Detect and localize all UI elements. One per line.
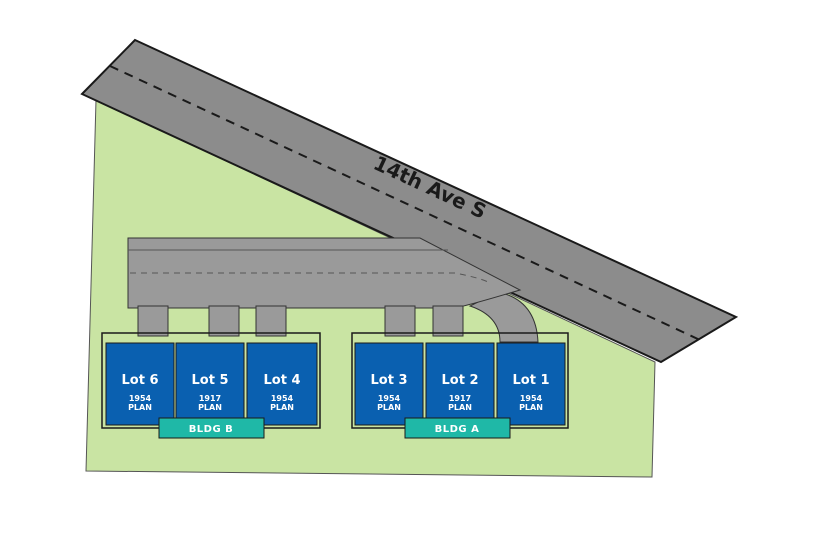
lot-1-plan: PLAN [519, 403, 543, 412]
building-b-label-box [158, 417, 265, 439]
lot-6-plan: PLAN [128, 403, 152, 412]
driveway-lot-2 [432, 305, 464, 337]
building-a-label-box [404, 417, 511, 439]
building-a: Lot 3 1954 PLAN Lot 2 1917 PLAN Lot 1 19… [351, 332, 569, 439]
lot-5-plan: PLAN [198, 403, 222, 412]
lot-3[interactable]: Lot 3 1954 PLAN [354, 342, 424, 426]
lot-6-name: Lot 6 [121, 373, 158, 388]
driveway-lot-4 [255, 305, 287, 337]
lot-2-name: Lot 2 [441, 373, 478, 388]
lot-4-year: 1954 [271, 394, 294, 403]
lot-1-unit [496, 342, 566, 426]
street-centerline [109, 65, 701, 341]
lot-1[interactable]: Lot 1 1954 PLAN [496, 342, 566, 426]
shared-driveway [127, 237, 539, 343]
lot-5[interactable]: Lot 5 1917 PLAN [175, 342, 245, 426]
lot-4-name: Lot 4 [263, 373, 300, 388]
driveway-lot-3 [384, 305, 416, 337]
driveway-lot-6 [137, 305, 169, 337]
lot-2-unit [425, 342, 495, 426]
lot-6-year: 1954 [129, 394, 152, 403]
lot-4-unit [246, 342, 318, 426]
lot-3-name: Lot 3 [370, 373, 407, 388]
lot-2-plan: PLAN [448, 403, 472, 412]
lot-5-year: 1917 [199, 394, 221, 403]
lot-6-unit [105, 342, 175, 426]
building-b-label: BLDG B [189, 424, 234, 435]
lot-4[interactable]: Lot 4 1954 PLAN [246, 342, 318, 426]
driveway-curve [468, 291, 539, 343]
lot-3-year: 1954 [378, 394, 401, 403]
lot-6[interactable]: Lot 6 1954 PLAN [105, 342, 175, 426]
lot-2-year: 1917 [449, 394, 471, 403]
street: 14th Ave S [80, 38, 739, 364]
lot-3-plan: PLAN [377, 403, 401, 412]
driveway-dashline [130, 272, 489, 283]
street-road [80, 38, 739, 364]
lot-2[interactable]: Lot 2 1917 PLAN [425, 342, 495, 426]
lot-3-unit [354, 342, 424, 426]
lot-5-name: Lot 5 [191, 373, 228, 388]
building-a-label: BLDG A [435, 424, 480, 435]
building-b: Lot 6 1954 PLAN Lot 5 1917 PLAN Lot 4 19… [101, 332, 321, 439]
lot-1-name: Lot 1 [512, 373, 549, 388]
lot-4-plan: PLAN [270, 403, 294, 412]
driveway-lot-5 [208, 305, 240, 337]
lot-1-year: 1954 [520, 394, 543, 403]
